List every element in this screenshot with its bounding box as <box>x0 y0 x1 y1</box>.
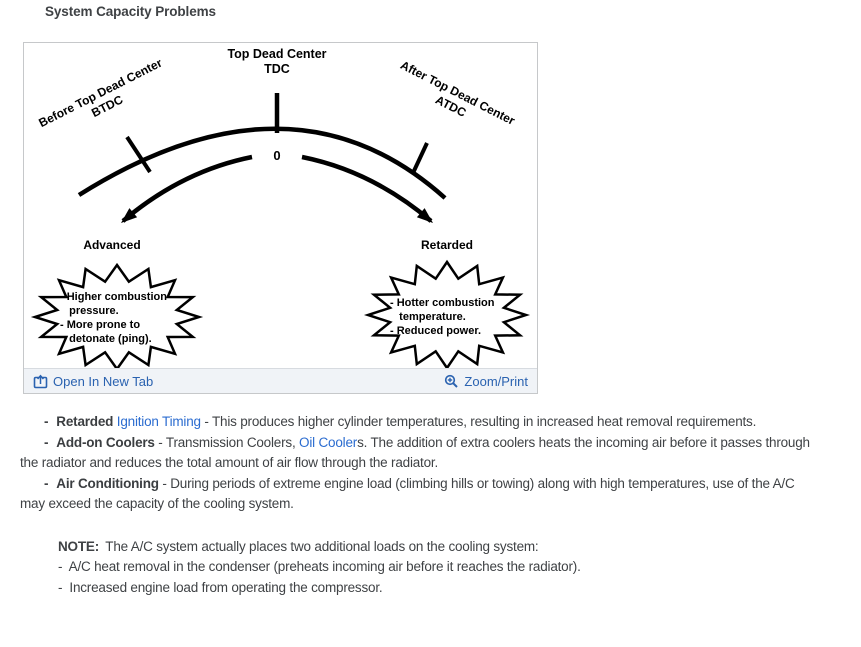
zoom-print-icon <box>445 374 459 388</box>
note-text: The A/C system actually places two addit… <box>102 538 539 554</box>
advanced-arrowhead-icon <box>121 208 138 223</box>
paragraph-text: - During periods of extreme engine load … <box>20 475 795 512</box>
btdc-tick <box>125 135 152 174</box>
paragraph-air-conditioning: -Air Conditioning - During periods of ex… <box>20 474 815 515</box>
paragraph-retarded-timing: -Retarded Ignition Timing - This produce… <box>20 412 815 433</box>
note-heading: NOTE: The A/C system actually places two… <box>58 537 815 558</box>
advanced-starburst <box>30 262 204 369</box>
open-in-new-tab-link[interactable]: Open In New Tab <box>33 374 153 389</box>
open-in-new-tab-label: Open In New Tab <box>53 373 154 389</box>
bullet-dash: - <box>44 434 49 450</box>
zoom-print-link[interactable]: Zoom/Print <box>444 374 528 389</box>
zero-degree-label: 0 <box>273 148 280 163</box>
note-item: - A/C heat removal in the condenser (pre… <box>58 559 581 574</box>
bullet-dash: - <box>44 414 49 429</box>
figure-toolbar: Open In New Tab Zoom/Print <box>24 368 537 393</box>
advanced-label: Advanced <box>83 238 141 252</box>
tdc-label: Top Dead Center TDC <box>177 47 377 77</box>
tdc-label-line1: Top Dead Center <box>227 47 327 61</box>
inner-arc-right <box>301 154 433 223</box>
term-retarded: Retarded <box>56 414 114 429</box>
paragraph-text: - This produces higher cylinder temperat… <box>200 414 757 429</box>
note-block: NOTE: The A/C system actually places two… <box>58 537 815 599</box>
paragraph-text: s. The addition of extra coolers heats t… <box>20 434 810 471</box>
zoom-print-label: Zoom/Print <box>464 373 528 389</box>
retarded-arrowhead-icon <box>416 208 433 223</box>
body-content: -Retarded Ignition Timing - This produce… <box>20 412 815 598</box>
timing-arc-drawing: 0 <box>30 93 531 369</box>
oil-cooler-link[interactable]: Oil Cooler <box>299 434 358 450</box>
ignition-timing-diagram: 0 Top Dead Center TDC Before Top Dead Ce… <box>24 43 537 369</box>
atdc-tick <box>411 142 429 174</box>
bullet-dash: - <box>44 475 49 491</box>
paragraph-text: - Transmission Coolers, <box>154 434 300 450</box>
tdc-label-line2: TDC <box>264 62 290 76</box>
ignition-timing-link[interactable]: Ignition Timing <box>116 414 201 429</box>
retarded-label: Retarded <box>420 238 473 252</box>
page-title: System Capacity Problems <box>45 4 216 19</box>
figure-box: 0 Top Dead Center TDC Before Top Dead Ce… <box>23 42 538 394</box>
note-item: - Increased engine load from operating t… <box>58 579 383 595</box>
advanced-burst-text: - Higher combustion pressure. - More pro… <box>60 291 167 345</box>
inner-arc-left <box>121 154 253 223</box>
outer-arc <box>77 126 447 200</box>
term-air-conditioning: Air Conditioning <box>56 475 159 491</box>
retarded-burst-text: - Hotter combustion temperature. - Reduc… <box>390 297 495 337</box>
paragraph-addon-coolers: -Add-on Coolers - Transmission Coolers, … <box>20 433 815 474</box>
term-addon-coolers: Add-on Coolers <box>56 434 155 450</box>
open-in-new-tab-icon <box>33 374 48 388</box>
note-label: NOTE: <box>58 538 99 554</box>
